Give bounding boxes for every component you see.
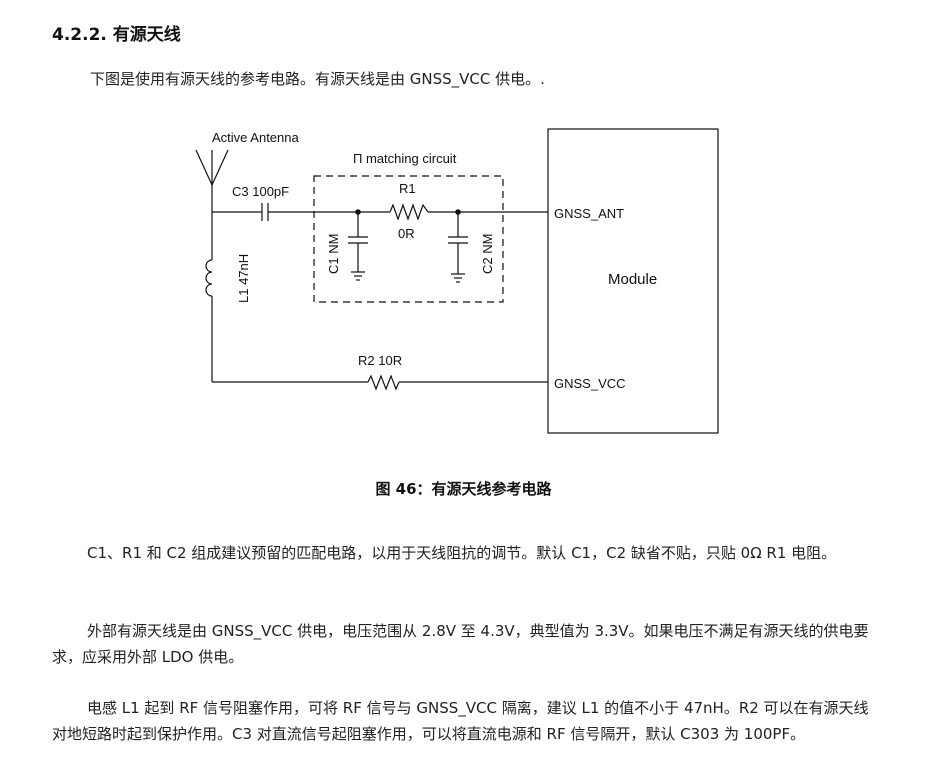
module-box: [547, 128, 719, 434]
paragraph-power: 外部有源天线是由 GNSS_VCC 供电，电压范围从 2.8V 至 4.3V，典…: [52, 622, 869, 666]
gnss-ant-pin-label: GNSS_ANT: [554, 206, 624, 221]
intro-text: 下图是使用有源天线的参考电路。有源天线是由 GNSS_VCC 供电。.: [90, 70, 545, 88]
active-antenna-circuit-diagram: Active Antenna Π matching circuit C3 100…: [195, 128, 719, 434]
figure-caption: 图 46：有源天线参考电路: [375, 480, 552, 498]
paragraph-inductor: 电感 L1 起到 RF 信号阻塞作用，可将 RF 信号与 GNSS_VCC 隔离…: [52, 699, 869, 743]
matching-circuit-box: [313, 175, 504, 303]
paragraph-matching: C1、R1 和 C2 组成建议预留的匹配电路，以用于天线阻抗的调节。默认 C1，…: [87, 544, 837, 562]
r2-resistor-symbol: [367, 374, 400, 391]
r1-resistor-symbol: [389, 203, 429, 221]
module-label: Module: [608, 271, 657, 288]
section-heading: 4.2.2. 有源天线: [52, 25, 181, 45]
r1-label: R1: [399, 181, 416, 196]
c1-label: C1 NM: [326, 234, 341, 274]
c2-ground-icon: [451, 273, 465, 283]
c3-capacitor-symbol: [261, 203, 269, 221]
antenna-label: Active Antenna: [212, 130, 299, 145]
r1-value-label: 0R: [398, 226, 415, 241]
gnss-vcc-pin-label: GNSS_VCC: [554, 376, 626, 391]
junction-dot-c1: [355, 209, 361, 215]
antenna-icon: [195, 149, 229, 212]
c1-ground-icon: [351, 271, 365, 281]
c3-label: C3 100pF: [232, 184, 289, 199]
matching-circuit-label: Π matching circuit: [353, 151, 457, 166]
r2-label: R2 10R: [358, 353, 402, 368]
c2-label: C2 NM: [480, 234, 495, 274]
c1-capacitor-symbol: [348, 236, 368, 244]
l1-inductor-symbol: [205, 259, 213, 297]
c2-capacitor-symbol: [448, 236, 468, 244]
junction-dot-c2: [455, 209, 461, 215]
l1-label: L1 47nH: [236, 254, 251, 303]
